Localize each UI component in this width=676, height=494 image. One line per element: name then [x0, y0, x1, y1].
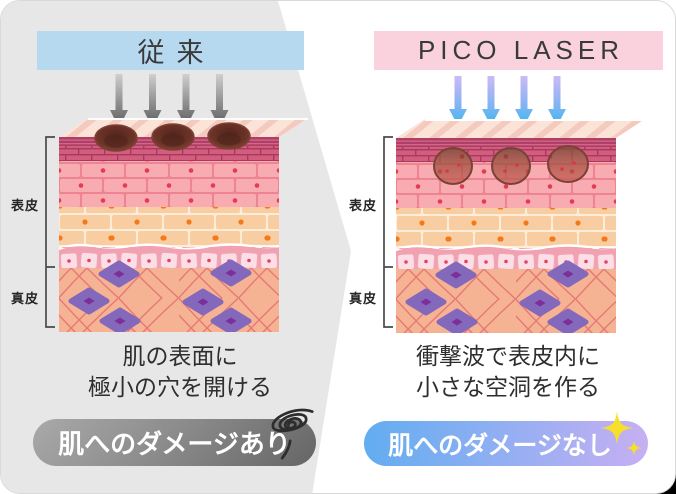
- epidermis-label-left: 表皮: [10, 198, 39, 213]
- sparkles-icon: [600, 411, 642, 456]
- conventional-header-banner: 従来: [37, 31, 304, 70]
- conventional-caption-line1: 肌の表面に: [122, 343, 238, 369]
- dermis-label-left: 真皮: [10, 291, 39, 306]
- fibroblast-diamonds: [68, 259, 252, 332]
- conventional-header-label: 従来: [137, 38, 216, 68]
- damage-badge-conventional: 肌へのダメージあり: [33, 419, 316, 466]
- surface-crater-group: [94, 122, 251, 152]
- damage-badge-conventional-label: 肌へのダメージあり: [58, 429, 291, 459]
- skin-cross-section-pico: [396, 119, 645, 333]
- no-damage-badge-pico: 肌へのダメージなし: [364, 421, 648, 466]
- pico-caption-line2: 小さな空洞を作る: [416, 374, 600, 400]
- pico-header-label: PICO LASER: [417, 35, 625, 65]
- skin-cross-section-conventional: [59, 118, 308, 332]
- pico-beam-arrows-icon: [449, 76, 566, 126]
- epidermis-label-right: 表皮: [348, 198, 377, 213]
- dermis-label-right: 真皮: [348, 291, 377, 306]
- epidermis-cavity-group: [433, 145, 589, 185]
- conventional-beam-arrows-icon: [110, 74, 229, 128]
- conventional-caption-line2: 極小の穴を開ける: [88, 374, 272, 400]
- pico-caption-line1: 衝撃波で表皮内に: [416, 343, 600, 369]
- no-damage-badge-pico-label: 肌へのダメージなし: [388, 431, 612, 460]
- pico-header-banner: PICO LASER: [374, 31, 663, 70]
- scribble-damage-icon: [271, 408, 314, 460]
- pico-caption: 衝撃波で表皮内に 小さな空洞を作る: [385, 341, 631, 403]
- skin-layer-bracket-left: [45, 136, 55, 328]
- fibroblast-diamonds: [405, 260, 589, 333]
- conventional-caption: 肌の表面に 極小の穴を開ける: [57, 341, 303, 403]
- skin-layer-bracket-right: [383, 136, 393, 328]
